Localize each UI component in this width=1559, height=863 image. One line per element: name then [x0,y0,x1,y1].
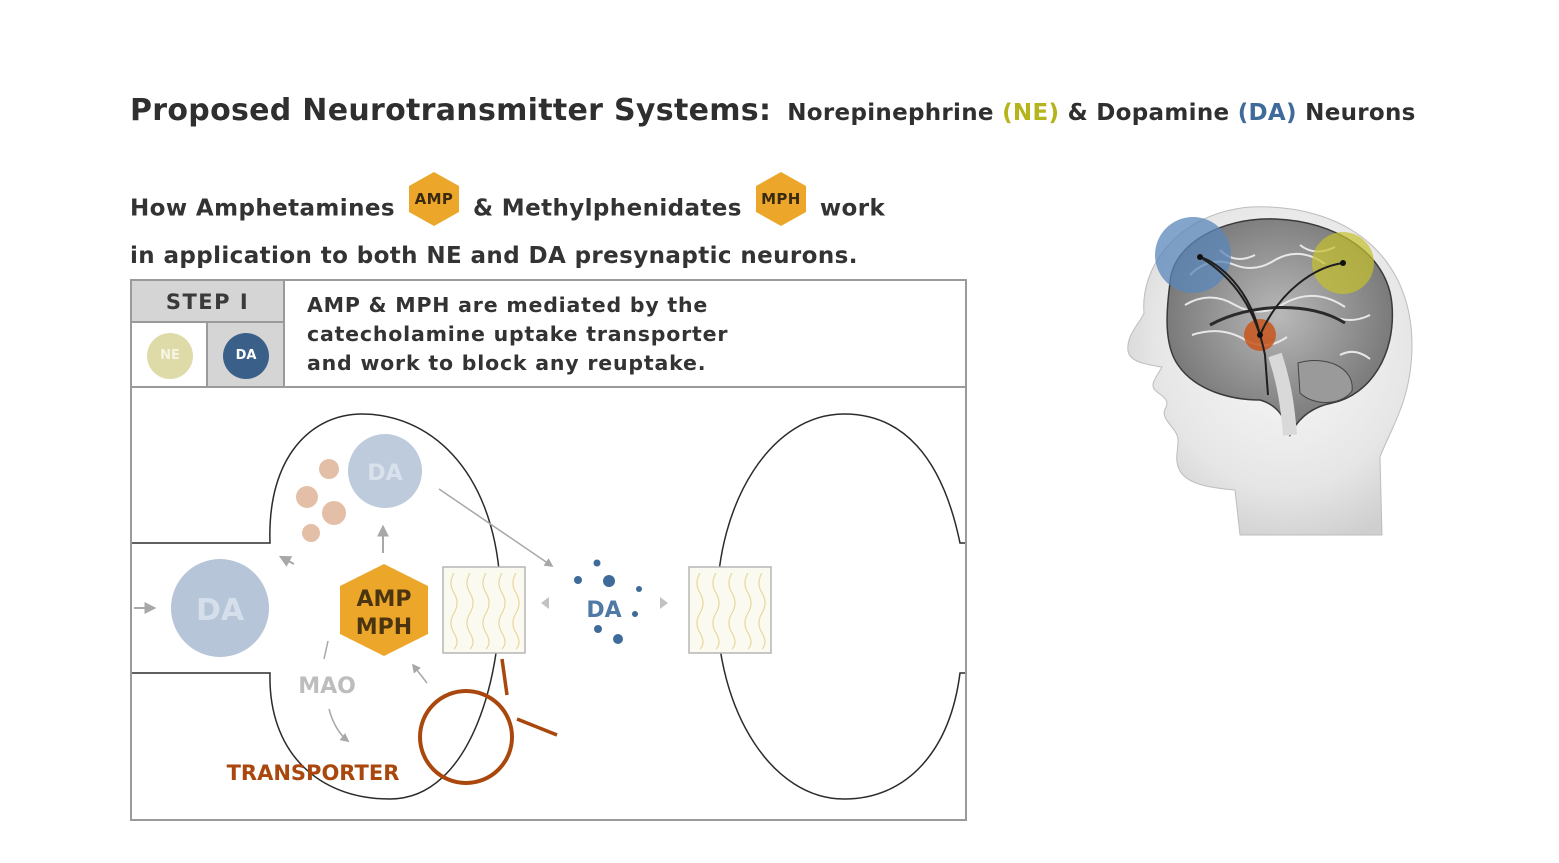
da-vesicle-circle [348,434,422,508]
title-ne-abbrev: (NE) [1002,100,1060,126]
mph-badge-label: MPH [761,190,801,208]
title-sub-dopamine: & Dopamine [1067,100,1230,126]
synapse-diagram: DA DA AMP MPH MAO DA [132,413,965,800]
postsynaptic-receptor [688,566,772,654]
title-sub-neurons: Neurons [1305,100,1416,126]
pathway-blue [1199,256,1261,336]
vesicle-dot [296,486,318,508]
transporter-pointer-line [516,717,558,737]
cleft-arrow-left [541,597,549,609]
ne-badge: NE [147,333,193,379]
drug-label-amp: AMP [356,587,411,612]
head-brain-illustration [1127,206,1413,536]
side-arrow [278,555,295,567]
da-molecule-dot [636,586,642,592]
step-panel: DA DA AMP MPH MAO DA [130,279,967,821]
ne-cell: NE [132,323,208,388]
pathway-yellow [1259,262,1344,336]
da-badge: DA [223,333,269,379]
title-subtitle: Norepinephrine (NE) & Dopamine (DA) Neur… [787,100,1415,126]
corpus-callosum [1209,305,1346,327]
intro-methylphenidates: & Methylphenidates [472,195,742,222]
intro-amphetamines: How Amphetamines [130,195,395,222]
da-molecule-dot [594,625,602,633]
da-molecule-dot [574,576,582,584]
vesicle-dot [322,501,346,525]
cleft-arrow-right [660,597,668,609]
amp-badge-label: AMP [414,190,454,208]
intro-work: work [819,195,886,222]
vesicle-dot [319,459,339,479]
mao-label: MAO [298,674,356,699]
vesicle-dot [302,524,320,542]
amp-badge: AMP [405,170,463,228]
brainstem [1268,352,1297,436]
pathway-blue-2 [1199,256,1269,396]
title-da-abbrev: (DA) [1237,100,1297,126]
step-text-line: and work to block any reuptake. [307,351,707,375]
pathway-node [1257,332,1263,338]
title-main: Proposed Neurotransmitter Systems: [130,93,772,128]
transporter-label: TRANSPORTER [227,761,400,785]
transporter-pointer-line [500,658,509,696]
step-description: AMP & MPH are mediated by the catecholam… [307,291,728,378]
intro-text: How Amphetamines AMP & Methylphenidates MPH… [130,172,886,274]
da-large-circle [171,559,269,657]
pathway-node [1340,260,1346,266]
da-molecule-dot [603,575,615,587]
mao-arrow [328,708,350,743]
synapse-da-label: DA [586,598,621,623]
amp-mph-hexagon-icon [340,564,428,656]
intro-line-1: How Amphetamines AMP & Methylphenidates MPH… [130,172,886,238]
presynaptic-membrane-channel [442,566,526,654]
title-sub-norepinephrine: Norepinephrine [787,100,994,126]
da-vesicle-label: DA [367,461,402,486]
step-label: STEP I [132,281,285,323]
region-blue [1155,217,1231,293]
release-arrow [438,488,554,568]
amp-hexagon-icon [408,172,459,226]
drug-label-mph: MPH [356,615,412,640]
reuptake-arrow [411,663,428,684]
cerebellum [1297,360,1353,403]
da-molecule-dot [613,634,623,644]
mph-hexagon-icon [755,172,806,226]
step-text-line: AMP & MPH are mediated by the [307,293,709,317]
page-title: Proposed Neurotransmitter Systems: Norep… [130,93,1416,128]
mao-line [323,640,329,660]
da-large-label: DA [196,593,245,628]
header-divider [132,386,965,388]
step-text-line: catecholamine uptake transporter [307,322,729,346]
da-molecule-dot [593,559,601,567]
mph-badge: MPH [752,170,810,228]
pathway-node [1197,254,1203,260]
transporter-circle-icon [418,689,514,785]
intro-line-2: in application to both NE and DA presyna… [130,243,858,269]
da-cell: DA [208,323,285,388]
da-molecule-dot [632,611,638,617]
